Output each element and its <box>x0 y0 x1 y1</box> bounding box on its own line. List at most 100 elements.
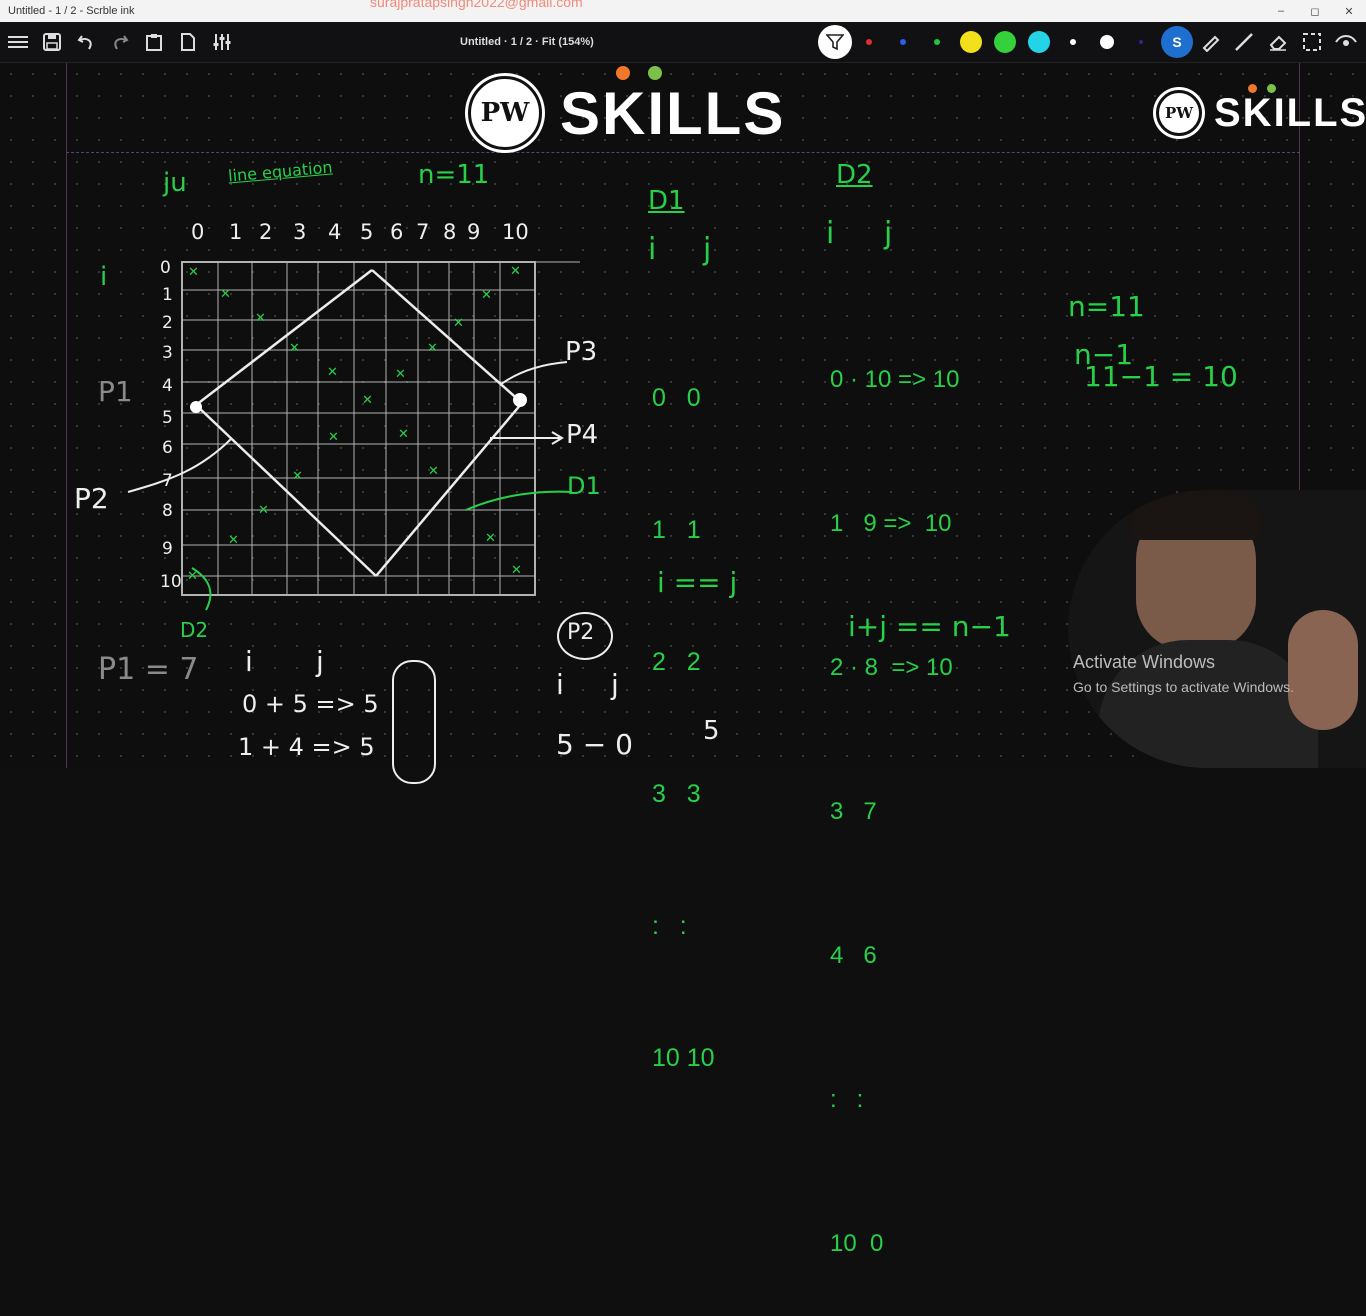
d1-row: 0 0 <box>652 384 701 412</box>
logo-text-corner: SKILLS <box>1214 90 1366 135</box>
pen-style-icon[interactable]: S <box>1161 26 1193 58</box>
col-num: 10 <box>502 220 529 244</box>
activate-windows-watermark: Activate Windows Go to Settings to activ… <box>1073 652 1294 695</box>
d1-row: : : <box>652 912 687 940</box>
svg-text:✕: ✕ <box>395 367 406 382</box>
d1-rows: 0 0 1 1 2 2 3 3 : : 10 10 <box>652 288 715 1124</box>
note-p1-equals-7: P1 = 7 <box>98 652 199 687</box>
point-p1 <box>190 401 202 413</box>
d2-row: 2 · 8 => 10 <box>830 654 953 681</box>
note-bottom-j: j <box>316 645 324 678</box>
svg-text:✕: ✕ <box>292 469 303 484</box>
watermark-email: surajpratapsingh2022@gmail.com <box>370 0 583 10</box>
svg-text:✕: ✕ <box>428 464 439 479</box>
side-note-n-minus-1: n−1 <box>1074 338 1134 371</box>
point-p3 <box>513 393 527 407</box>
label-p3-grid: P3 <box>565 337 598 367</box>
svg-text:✕: ✕ <box>511 563 522 578</box>
d2-row: 3 7 <box>830 798 877 825</box>
note-p2-circled: P2 <box>567 620 595 645</box>
undo-icon[interactable] <box>74 30 98 54</box>
presenter-body <box>1098 640 1318 768</box>
minimize-button[interactable]: – <box>1277 5 1285 17</box>
svg-text:✕: ✕ <box>328 430 339 445</box>
p2-circle <box>557 612 613 660</box>
svg-text:✕: ✕ <box>228 533 239 548</box>
note-p2-i: i <box>556 668 564 701</box>
svg-text:✕: ✕ <box>485 531 496 546</box>
page-icon[interactable] <box>176 30 200 54</box>
color-swatch-navy[interactable] <box>1139 40 1143 44</box>
redo-icon[interactable] <box>108 30 132 54</box>
svg-text:✕: ✕ <box>398 427 409 442</box>
circled-results <box>392 660 436 784</box>
svg-text:✕: ✕ <box>258 503 269 518</box>
color-swatch-white-small[interactable] <box>1070 39 1076 45</box>
save-icon[interactable] <box>40 30 64 54</box>
note-bottom-row-2: 1 + 4 => 5 <box>238 733 375 761</box>
svg-text:✕: ✕ <box>362 393 373 408</box>
col-num: 7 <box>416 220 430 244</box>
label-d2-grid: D2 <box>180 618 209 642</box>
row-num: 10 <box>160 572 182 592</box>
row-num: 4 <box>162 376 173 396</box>
label-p1-grid: P1 <box>98 375 133 408</box>
d2-col-j: j <box>884 216 893 251</box>
color-swatch-white[interactable] <box>1100 35 1114 49</box>
row-num: 0 <box>160 258 171 278</box>
svg-text:✕: ✕ <box>453 316 464 331</box>
filter-icon[interactable] <box>818 25 852 59</box>
window-titlebar: Untitled - 1 / 2 - Scrble ink surajprata… <box>0 0 1366 22</box>
pointer-arrows <box>127 361 573 611</box>
d1-equation: i == j <box>657 566 738 599</box>
maximize-button[interactable]: ◻ <box>1310 5 1320 18</box>
diamond-lines <box>195 269 523 577</box>
col-num: 0 <box>191 220 205 244</box>
d1-col-j: j <box>703 232 712 267</box>
corner-dot-green <box>1267 84 1276 93</box>
row-num: 7 <box>162 471 173 491</box>
note-i-label: i <box>100 262 108 292</box>
color-swatch-blue[interactable] <box>900 39 906 45</box>
menu-icon[interactable] <box>6 30 30 54</box>
view-icon[interactable] <box>1334 30 1358 54</box>
logo-text: SKILLS <box>560 79 786 147</box>
svg-text:✕: ✕ <box>327 365 338 380</box>
webcam-overlay <box>1068 490 1366 768</box>
d1-row: 2 2 <box>652 648 701 676</box>
logo-dot-orange <box>616 66 630 80</box>
col-num: 1 <box>229 220 243 244</box>
d1-title: D1 <box>648 186 685 216</box>
close-button[interactable]: ✕ <box>1344 5 1354 18</box>
presenter-hair <box>1130 490 1262 540</box>
svg-text:✕: ✕ <box>510 264 521 279</box>
window-title: Untitled - 1 / 2 - Scrble ink <box>8 5 135 17</box>
highlighter-icon[interactable] <box>1198 30 1222 54</box>
select-icon[interactable] <box>1300 30 1324 54</box>
d2-rows: 0 · 10 => 10 1 9 => 10 2 · 8 => 10 3 7 4… <box>830 260 959 1316</box>
col-num: 6 <box>390 220 404 244</box>
row-num: 6 <box>162 438 173 458</box>
line-icon[interactable] <box>1232 30 1256 54</box>
color-swatch-green-small[interactable] <box>934 39 940 45</box>
settings-icon[interactable] <box>210 30 234 54</box>
svg-text:✕: ✕ <box>188 265 199 280</box>
col-num: 8 <box>443 220 457 244</box>
side-note-calc: 11−1 = 10 <box>1084 360 1238 393</box>
label-d1-grid: D1 <box>567 472 601 500</box>
note-ju: ju <box>163 168 187 198</box>
page-left-edge <box>66 63 67 768</box>
svg-text:✕: ✕ <box>427 341 438 356</box>
color-swatch-green[interactable] <box>994 31 1016 53</box>
page-separator <box>66 152 1300 153</box>
eraser-icon[interactable] <box>1266 30 1290 54</box>
page-right-edge <box>1299 63 1300 498</box>
row-num: 8 <box>162 501 173 521</box>
color-swatch-red[interactable] <box>866 39 872 45</box>
color-swatch-yellow[interactable] <box>960 31 982 53</box>
pw-skills-logo-corner: PW SKILLS <box>1156 90 1366 136</box>
activate-title: Activate Windows <box>1073 652 1216 672</box>
label-p4-grid: P4 <box>566 420 599 450</box>
paste-icon[interactable] <box>142 30 166 54</box>
color-swatch-cyan[interactable] <box>1028 31 1050 53</box>
